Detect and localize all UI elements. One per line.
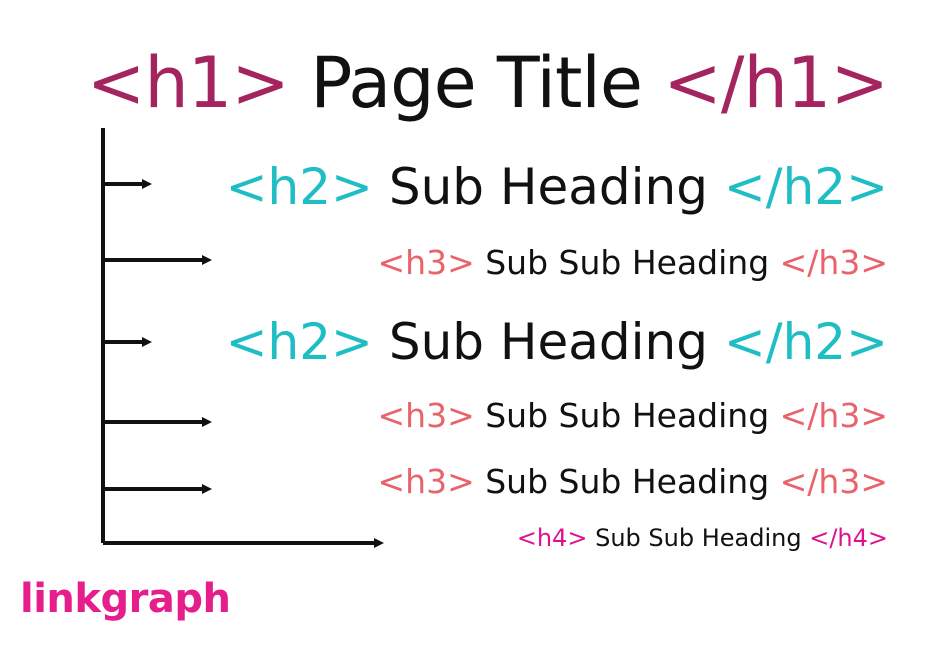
h3-close-tag: </h3>	[779, 396, 888, 435]
h3-close-tag: </h3>	[779, 462, 888, 501]
h2-close-tag: </h2>	[723, 313, 888, 371]
h1-close-tag: </h1>	[663, 42, 889, 124]
h3-text: Sub Sub Heading	[485, 396, 770, 435]
h4-open-tag: <h4>	[516, 524, 588, 552]
linkgraph-logo: linkgraph	[20, 576, 231, 622]
h2-open-tag: <h2>	[225, 313, 373, 371]
h3-open-tag: <h3>	[377, 462, 475, 501]
h4-close-tag: </h4>	[809, 524, 888, 552]
h1-open-tag: <h1>	[86, 42, 290, 124]
h3-open-tag: <h3>	[377, 396, 475, 435]
h2-heading-line: <h2> Sub Heading </h2>	[226, 313, 888, 371]
h3-close-tag: </h3>	[779, 243, 888, 282]
h3-text: Sub Sub Heading	[485, 243, 770, 282]
h2-text: Sub Heading	[388, 158, 708, 216]
h3-text: Sub Sub Heading	[485, 462, 770, 501]
h2-close-tag: </h2>	[723, 158, 888, 216]
h2-open-tag: <h2>	[225, 158, 373, 216]
h3-heading-line: <h3> Sub Sub Heading </h3>	[378, 462, 888, 501]
h2-text: Sub Heading	[388, 313, 708, 371]
h3-heading-line: <h3> Sub Sub Heading </h3>	[378, 243, 888, 282]
h4-heading-line: <h4> Sub Sub Heading </h4>	[517, 524, 888, 552]
h1-text: Page Title	[310, 42, 643, 124]
h3-heading-line: <h3> Sub Sub Heading </h3>	[378, 396, 888, 435]
h1-heading-line: <h1> Page Title </h1>	[86, 42, 889, 124]
h3-open-tag: <h3>	[377, 243, 475, 282]
h2-heading-line: <h2> Sub Heading </h2>	[226, 158, 888, 216]
h4-text: Sub Sub Heading	[595, 524, 802, 552]
